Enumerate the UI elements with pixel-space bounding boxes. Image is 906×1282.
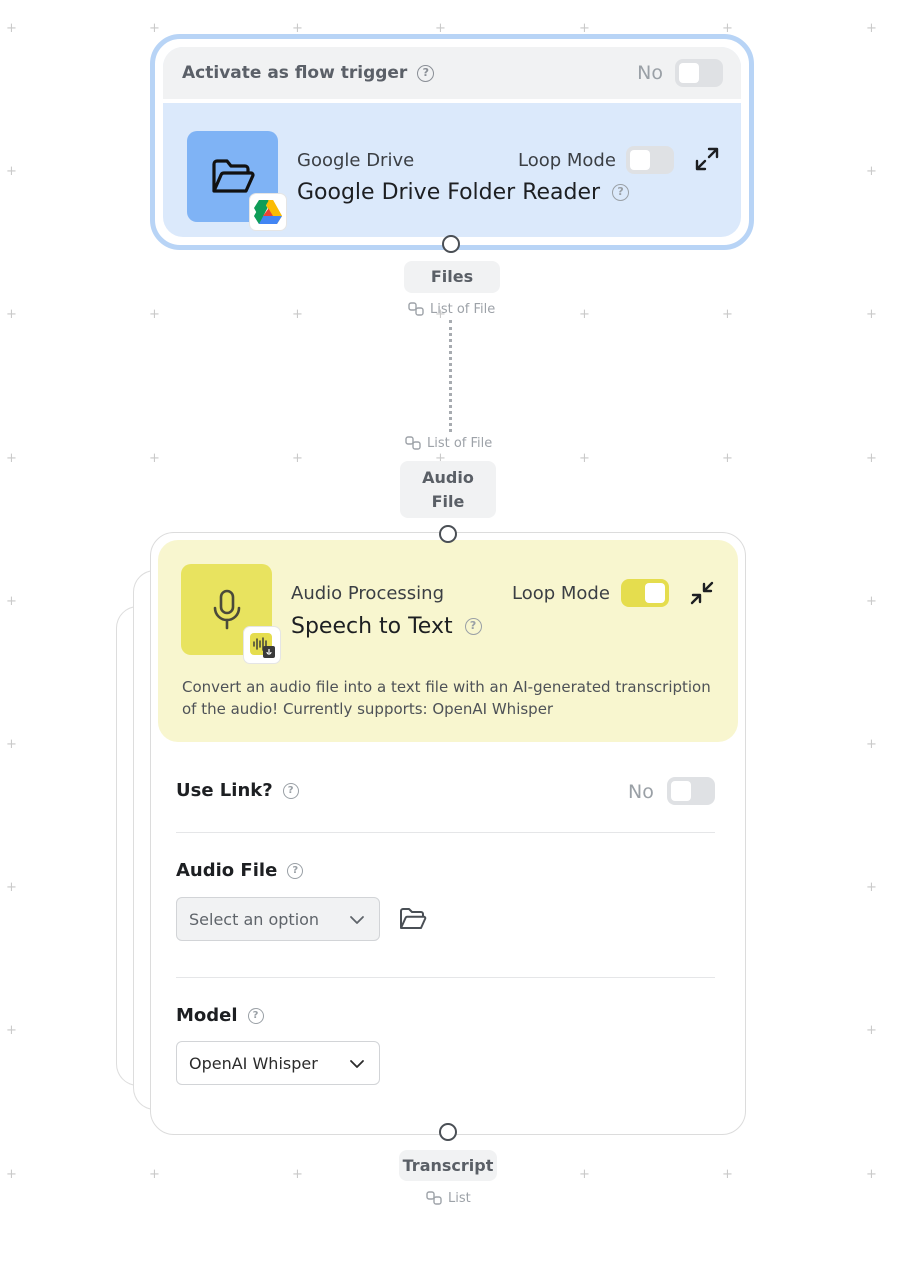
grid-dot: +: [435, 307, 446, 322]
expand-icon[interactable]: [694, 146, 720, 176]
grid-dot: +: [6, 1023, 17, 1038]
grid-dot: +: [149, 451, 160, 466]
loop-mode-label: Loop Mode: [512, 583, 610, 604]
loop-mode-toggle[interactable]: [626, 146, 674, 174]
help-icon[interactable]: ?: [247, 1007, 264, 1024]
node2-title-text: Speech to Text: [291, 614, 453, 639]
flow-trigger-value: No: [637, 62, 663, 84]
grid-dot: +: [579, 451, 590, 466]
grid-dot: +: [435, 451, 446, 466]
help-icon[interactable]: ?: [417, 64, 435, 82]
use-link-value: No: [628, 781, 654, 803]
node2-output-type: List: [426, 1191, 471, 1206]
node2-input-type: List of File: [405, 436, 492, 451]
collapse-icon[interactable]: [689, 580, 715, 610]
grid-dot: +: [6, 1167, 17, 1182]
grid-dot: +: [149, 1167, 160, 1182]
google-drive-folder-reader-node[interactable]: Activate as flow trigger ? No: [150, 34, 754, 250]
loop-mode-label: Loop Mode: [518, 150, 616, 171]
grid-dot: +: [6, 307, 17, 322]
grid-dot: +: [722, 307, 733, 322]
node2-input-label: Audio File: [400, 461, 496, 518]
node2-output-port[interactable]: [439, 1123, 457, 1141]
chevron-down-icon: [350, 1060, 364, 1068]
node1-body: Activate as flow trigger ? No: [163, 47, 741, 237]
node1-output-label: Files: [404, 261, 500, 293]
grid-dot: +: [6, 164, 17, 179]
node2-output-label: Transcript: [399, 1150, 497, 1181]
grid-dot: +: [149, 21, 160, 36]
grid-dot: +: [292, 307, 303, 322]
model-label: Model ?: [176, 1005, 264, 1026]
use-link-label: Use Link? ?: [176, 780, 299, 801]
flow-trigger-label: Activate as flow trigger: [182, 63, 408, 83]
help-icon[interactable]: ?: [282, 782, 299, 799]
grid-dot: +: [722, 451, 733, 466]
audio-file-label: Audio File ?: [176, 860, 304, 881]
node1-output-type: List of File: [408, 302, 495, 317]
list-type-icon: [426, 1191, 442, 1205]
grid-dot: +: [149, 307, 160, 322]
grid-dot: +: [6, 737, 17, 752]
connection-line[interactable]: [449, 320, 452, 432]
grid-dot: +: [6, 451, 17, 466]
grid-dot: +: [722, 1167, 733, 1182]
node1-output-port[interactable]: [442, 235, 460, 253]
grid-dot: +: [6, 21, 17, 36]
google-drive-icon: [249, 193, 287, 231]
folder-browse-icon[interactable]: [399, 907, 427, 935]
grid-dot: +: [292, 1167, 303, 1182]
audio-file-select[interactable]: Select an option: [176, 897, 380, 941]
node2-header: Audio Processing Speech to Text ? Loop M…: [158, 540, 738, 742]
help-icon[interactable]: ?: [464, 618, 482, 635]
grid-dot: +: [866, 21, 877, 36]
help-icon[interactable]: ?: [287, 862, 304, 879]
grid-dot: +: [292, 451, 303, 466]
grid-dot: +: [579, 21, 590, 36]
model-select[interactable]: OpenAI Whisper: [176, 1041, 380, 1085]
grid-dot: +: [866, 307, 877, 322]
grid-dot: +: [6, 880, 17, 895]
node1-title-text: Google Drive Folder Reader: [297, 180, 601, 205]
divider: [176, 977, 715, 978]
speech-to-text-icon: [243, 626, 281, 664]
node2-category: Audio Processing: [291, 583, 444, 604]
grid-dot: +: [866, 1023, 877, 1038]
grid-dot: +: [292, 21, 303, 36]
grid-dot: +: [6, 594, 17, 609]
divider: [176, 832, 715, 833]
flow-trigger-bar: Activate as flow trigger ? No: [163, 47, 741, 103]
grid-dot: +: [866, 880, 877, 895]
speech-to-text-node[interactable]: Audio Processing Speech to Text ? Loop M…: [150, 532, 746, 1135]
grid-dot: +: [579, 307, 590, 322]
loop-mode-toggle[interactable]: [621, 579, 669, 607]
list-type-icon: [405, 436, 421, 450]
node2-description: Convert an audio file into a text file w…: [182, 678, 711, 718]
grid-dot: +: [722, 21, 733, 36]
flow-trigger-toggle[interactable]: [675, 59, 723, 87]
node1-title: Google Drive Folder Reader ?: [297, 180, 630, 205]
grid-dot: +: [866, 451, 877, 466]
grid-dot: +: [866, 594, 877, 609]
node1-category: Google Drive: [297, 150, 415, 171]
node2-title: Speech to Text ?: [291, 614, 482, 639]
use-link-toggle[interactable]: [667, 777, 715, 805]
grid-dot: +: [866, 1167, 877, 1182]
list-type-icon: [408, 302, 424, 316]
help-icon[interactable]: ?: [612, 184, 630, 201]
grid-dot: +: [435, 21, 446, 36]
grid-dot: +: [579, 1167, 590, 1182]
grid-dot: +: [866, 737, 877, 752]
chevron-down-icon: [350, 916, 364, 924]
grid-dot: +: [866, 164, 877, 179]
node2-input-port[interactable]: [439, 525, 457, 543]
